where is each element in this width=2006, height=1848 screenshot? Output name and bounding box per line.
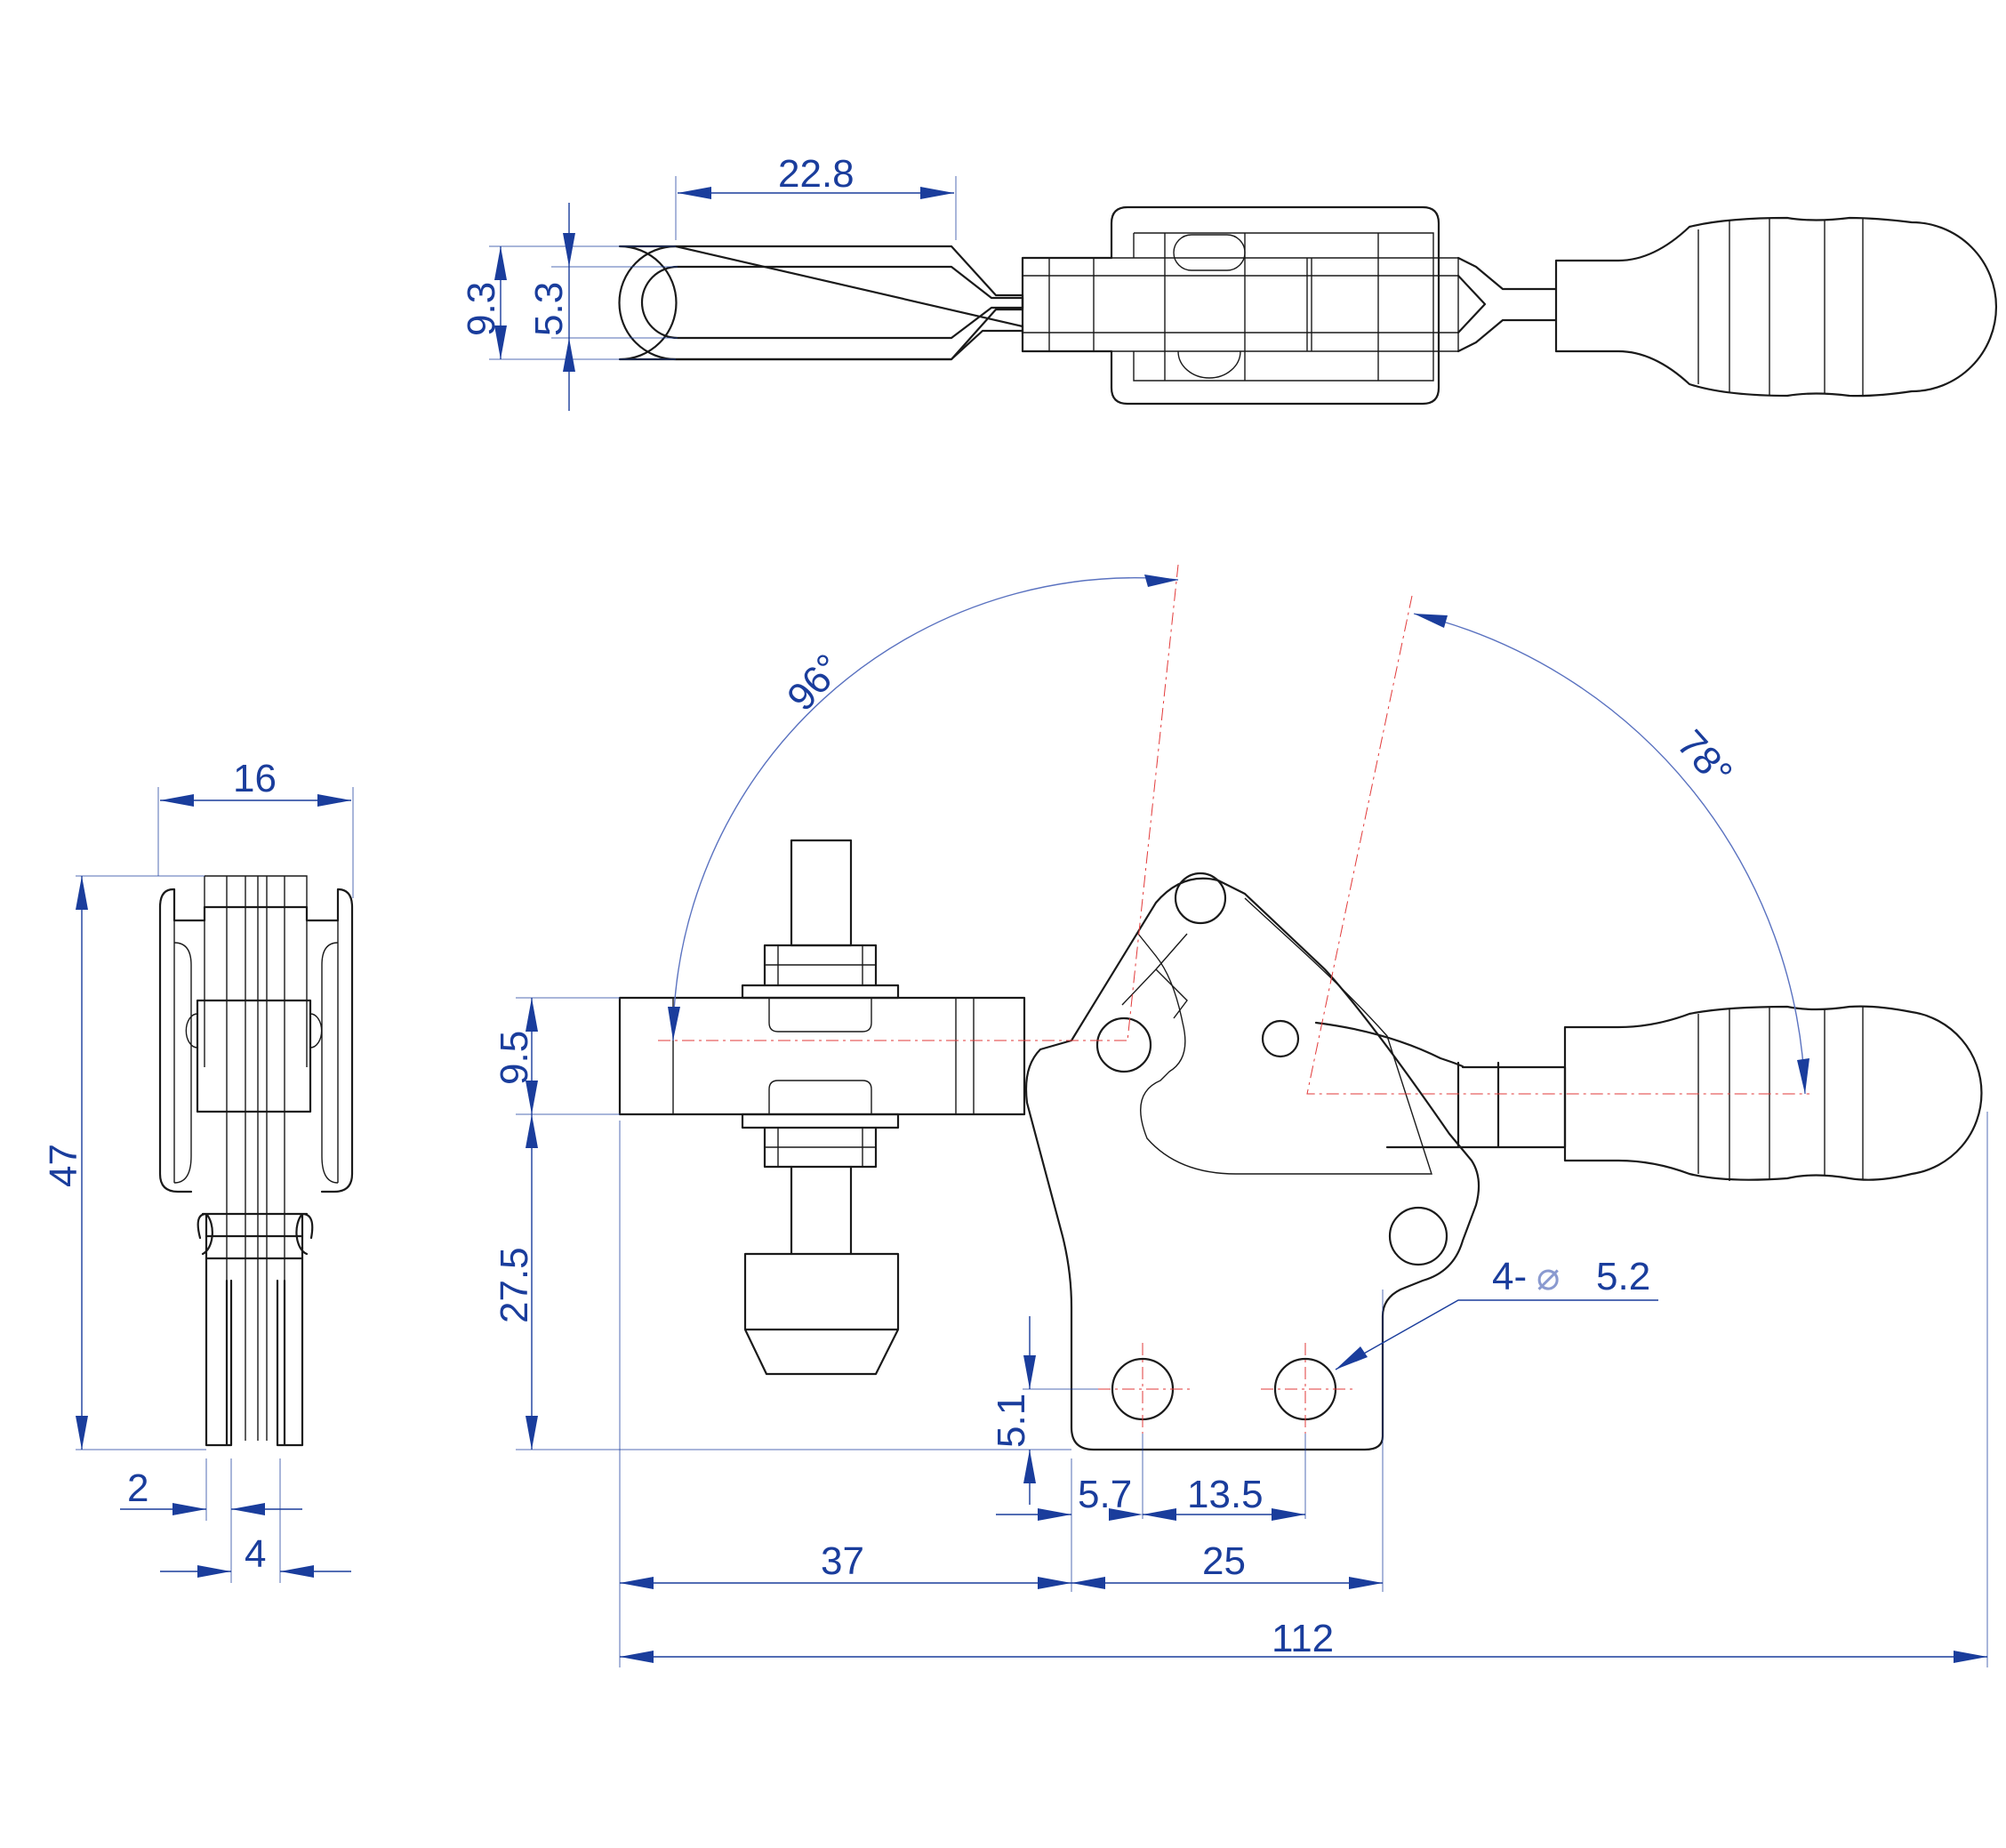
dim-overall-length: 112 bbox=[1272, 1617, 1334, 1660]
dim-hole-offset-y: 5.1 bbox=[990, 1394, 1033, 1448]
dim-bar-height: 9.5 bbox=[493, 1031, 536, 1085]
front-nut-top bbox=[741, 944, 900, 1000]
arc-78 bbox=[1413, 613, 1806, 1095]
dim-angle-handle: 78° bbox=[1669, 722, 1741, 795]
side-legs bbox=[197, 1212, 314, 1447]
front-spindle-bottom bbox=[790, 1165, 853, 1256]
side-body-outer bbox=[158, 888, 354, 1193]
dim-angle-open: 96° bbox=[779, 646, 851, 719]
side-body-inner bbox=[173, 875, 339, 1441]
dim-side-thickness-a: 2 bbox=[127, 1466, 148, 1510]
dim-side-height: 47 bbox=[42, 1144, 85, 1187]
hole-callout-leader bbox=[1335, 1299, 1658, 1370]
top-bar-inner bbox=[640, 265, 1024, 340]
dim-side-thickness-b: 4 bbox=[245, 1532, 266, 1576]
top-pivot bbox=[1173, 234, 1246, 379]
top-base-outer bbox=[1021, 205, 1440, 406]
front-clamp-bar-details bbox=[672, 998, 975, 1114]
dim-hole-spacing: 13.5 bbox=[1187, 1473, 1264, 1516]
front-view: 96° 78° 9.5 27.5 5.1 5.7 13.5 37 25 112 bbox=[493, 564, 1988, 1667]
dim-spindle-height: 27.5 bbox=[493, 1247, 536, 1323]
top-view: 22.8 9.3 5.3 bbox=[460, 152, 1998, 411]
diameter-icon: ⌀ bbox=[1537, 1254, 1561, 1299]
top-base-inner bbox=[1133, 232, 1434, 382]
front-spindle-cap bbox=[743, 1252, 900, 1376]
front-pivot-hole bbox=[1095, 1016, 1152, 1073]
front-body bbox=[1024, 877, 1480, 1451]
front-spindle-through bbox=[768, 998, 872, 1114]
front-hole-centerlines bbox=[1098, 1343, 1353, 1434]
front-pivot-top bbox=[1174, 872, 1227, 925]
dim-top-length: 22.8 bbox=[778, 152, 855, 196]
side-spindle-block bbox=[196, 999, 312, 1113]
side-rounded-sides bbox=[173, 942, 339, 1184]
dim-side-width: 16 bbox=[233, 757, 277, 800]
front-nut-bottom bbox=[741, 1113, 900, 1169]
side-view: 16 47 2 4 bbox=[42, 757, 354, 1583]
dim-top-width-inner: 5.3 bbox=[527, 282, 571, 336]
dim-base-width: 25 bbox=[1202, 1539, 1246, 1583]
top-handle-rings bbox=[1697, 219, 1864, 395]
front-link-hole bbox=[1261, 1019, 1300, 1058]
dim-top-width-outer: 9.3 bbox=[460, 282, 503, 336]
top-handle-link bbox=[1456, 256, 1558, 353]
front-handle-link bbox=[1314, 1021, 1567, 1149]
front-handle-grip bbox=[1563, 1005, 1983, 1181]
front-body-inner bbox=[1137, 897, 1432, 1175]
front-body-hole bbox=[1388, 1206, 1448, 1266]
front-link-plate bbox=[1121, 933, 1188, 1019]
hole-callout-diameter: 5.2 bbox=[1596, 1255, 1650, 1298]
hole-callout-prefix: 4- bbox=[1492, 1255, 1527, 1298]
top-base-details bbox=[1023, 233, 1459, 381]
arc-96 bbox=[672, 577, 1179, 1041]
front-clamp-bar bbox=[618, 996, 1026, 1116]
dim-hole-offset-x: 5.7 bbox=[1078, 1473, 1132, 1516]
top-handle-grip bbox=[1554, 216, 1998, 398]
front-handle-rings bbox=[1697, 1007, 1864, 1181]
angle-centerline-open bbox=[658, 564, 1179, 1041]
front-spindle-top bbox=[790, 839, 853, 947]
angle-centerline-handle bbox=[1306, 595, 1809, 1095]
dim-spindle-to-base: 37 bbox=[821, 1539, 864, 1583]
top-bar-outer bbox=[618, 245, 1024, 361]
top-bar-slot-outer bbox=[618, 245, 1024, 361]
